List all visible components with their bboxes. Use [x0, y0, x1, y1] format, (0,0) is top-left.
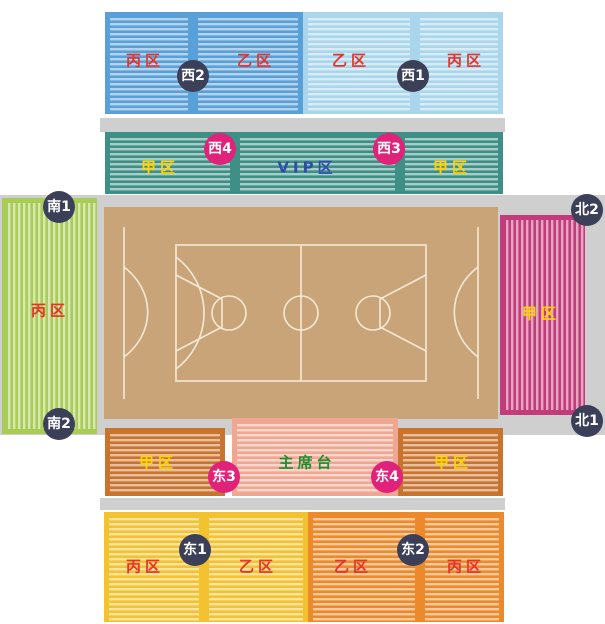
- seat-rows: [425, 518, 499, 621]
- seat-rows: [209, 518, 303, 621]
- section-east-left-yi[interactable]: [204, 512, 308, 622]
- label-west-right-bing: 丙区: [446, 51, 486, 70]
- seat-rows: [110, 18, 188, 111]
- walkway-west: [100, 118, 505, 132]
- seat-rows: [405, 138, 498, 191]
- label-west-right-jia: 甲区: [432, 158, 472, 177]
- gate-south2[interactable]: 南2: [43, 408, 75, 440]
- seat-rows: [110, 138, 230, 191]
- section-west-right-bing[interactable]: [415, 12, 503, 114]
- label-east-right-jia: 甲区: [433, 453, 473, 472]
- section-west-right-yi[interactable]: [303, 12, 415, 114]
- seat-rows: [313, 518, 415, 621]
- section-west-right-jia[interactable]: [400, 132, 503, 194]
- label-east-left-jia: 甲区: [138, 453, 178, 472]
- section-south-bing[interactable]: [2, 198, 97, 434]
- section-west-left-bing[interactable]: [105, 12, 193, 114]
- seat-rows: [8, 203, 96, 429]
- label-west-left-yi: 乙区: [236, 51, 276, 70]
- label-north-jia: 甲区: [521, 304, 561, 323]
- gate-east2[interactable]: 东2: [397, 534, 429, 566]
- gate-east3[interactable]: 东3: [208, 461, 240, 493]
- section-north-jia[interactable]: [500, 215, 585, 415]
- section-east-right-jia[interactable]: [398, 428, 503, 496]
- section-east-left-jia[interactable]: [105, 428, 225, 496]
- section-east-right-yi[interactable]: [308, 512, 420, 622]
- gate-west1[interactable]: 西1: [397, 60, 429, 92]
- label-east-left-bing: 丙区: [125, 557, 165, 576]
- label-west-left-jia: 甲区: [140, 158, 180, 177]
- label-rostrum: 主席台: [278, 453, 336, 472]
- gate-north1[interactable]: 北1: [571, 405, 603, 437]
- seat-rows: [110, 434, 220, 492]
- seat-rows: [506, 220, 584, 410]
- section-vip[interactable]: [235, 132, 400, 194]
- seat-rows: [308, 18, 410, 111]
- label-east-left-yi: 乙区: [238, 557, 278, 576]
- gate-east1[interactable]: 东1: [179, 534, 211, 566]
- label-south-bing: 丙区: [30, 301, 70, 320]
- walkway-east: [100, 498, 505, 510]
- label-vip: VIP区: [277, 158, 337, 177]
- gate-east4[interactable]: 东4: [371, 461, 403, 493]
- section-east-left-bing[interactable]: [104, 512, 204, 622]
- gate-west4[interactable]: 西4: [204, 133, 236, 165]
- seat-rows: [198, 18, 298, 111]
- gate-west2[interactable]: 西2: [177, 60, 209, 92]
- label-east-right-yi: 乙区: [333, 557, 373, 576]
- section-west-left-yi[interactable]: [193, 12, 303, 114]
- seat-rows: [237, 424, 393, 492]
- label-west-left-bing: 丙区: [125, 51, 165, 70]
- seat-rows: [240, 138, 395, 191]
- label-west-right-yi: 乙区: [331, 51, 371, 70]
- section-rostrum[interactable]: [232, 418, 398, 496]
- section-east-right-bing[interactable]: [420, 512, 504, 622]
- basketball-court: [104, 207, 498, 419]
- seat-rows: [420, 18, 498, 111]
- seat-rows: [109, 518, 199, 621]
- seat-rows: [403, 434, 498, 492]
- gate-south1[interactable]: 南1: [43, 191, 75, 223]
- label-east-right-bing: 丙区: [446, 557, 486, 576]
- court-lines: [123, 227, 479, 399]
- gate-north2[interactable]: 北2: [571, 194, 603, 226]
- gate-west3[interactable]: 西3: [373, 133, 405, 165]
